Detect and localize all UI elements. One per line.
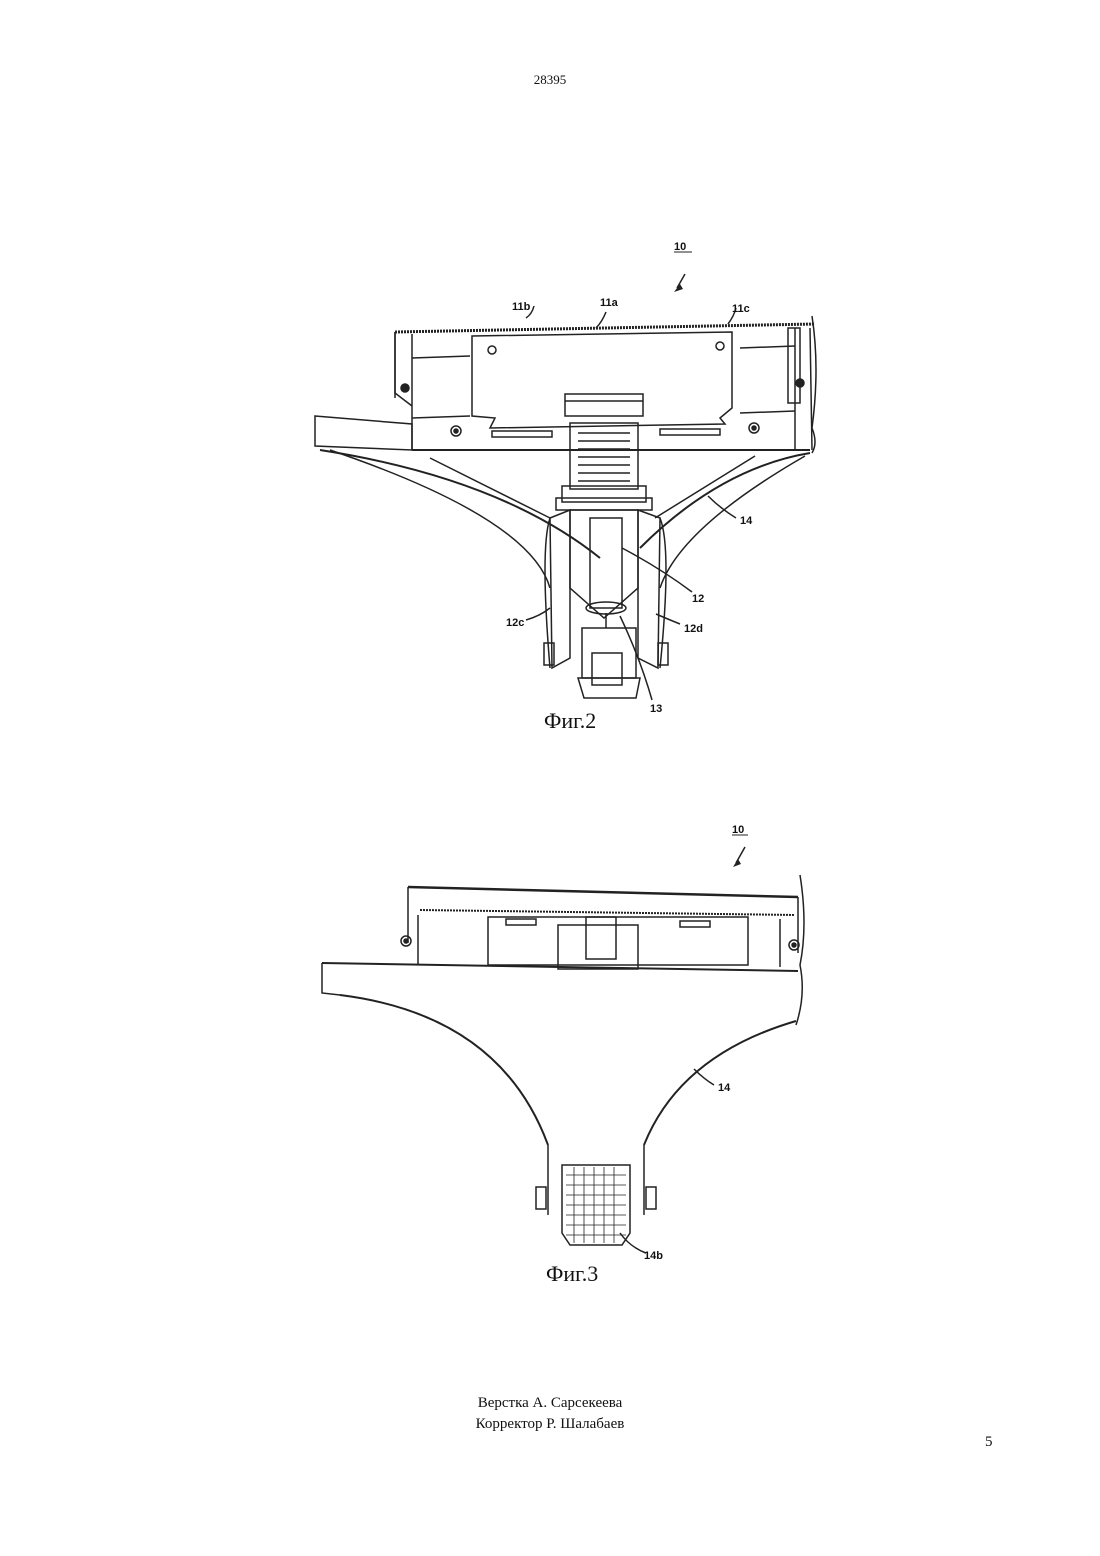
figure-2-ref-11b: 11b — [512, 301, 531, 313]
figure-2-ref-12c: 12c — [506, 617, 524, 629]
figure-2-drawing: 10 11b 11a 11c 14 12 12c 12d 13 Фиг.2 — [300, 228, 830, 740]
figure-3-caption: Фиг.3 — [546, 1261, 598, 1286]
figure-2-ref-13: 13 — [650, 703, 662, 715]
figure-2: 10 11b 11a 11c 14 12 12c 12d 13 Фиг.2 — [300, 228, 830, 740]
figure-2-ref-12: 12 — [692, 593, 704, 605]
figure-2-ref-11c: 11c — [732, 303, 750, 315]
figure-3-ref-10: 10 — [732, 824, 744, 836]
footer-credits: Верстка А. Сарсекеева Корректор Р. Шалаб… — [0, 1393, 1100, 1435]
patent-number: 28395 — [0, 72, 1100, 88]
figure-3-ref-14b: 14b — [644, 1250, 663, 1262]
proofreader-credit: Корректор Р. Шалабаев — [0, 1414, 1100, 1435]
figure-3: 10 14 14b Фиг.3 — [300, 815, 830, 1290]
figure-2-ref-11a: 11a — [600, 297, 619, 309]
figure-3-drawing: 10 14 14b Фиг.3 — [300, 815, 830, 1290]
figure-2-ref-14: 14 — [740, 515, 753, 527]
figure-3-ref-14: 14 — [718, 1082, 731, 1094]
figure-2-ref-12d: 12d — [684, 623, 703, 635]
page-number: 5 — [985, 1434, 993, 1451]
layout-credit: Верстка А. Сарсекеева — [0, 1393, 1100, 1414]
figure-2-ref-10: 10 — [674, 241, 686, 253]
figure-2-caption: Фиг.2 — [544, 708, 596, 733]
